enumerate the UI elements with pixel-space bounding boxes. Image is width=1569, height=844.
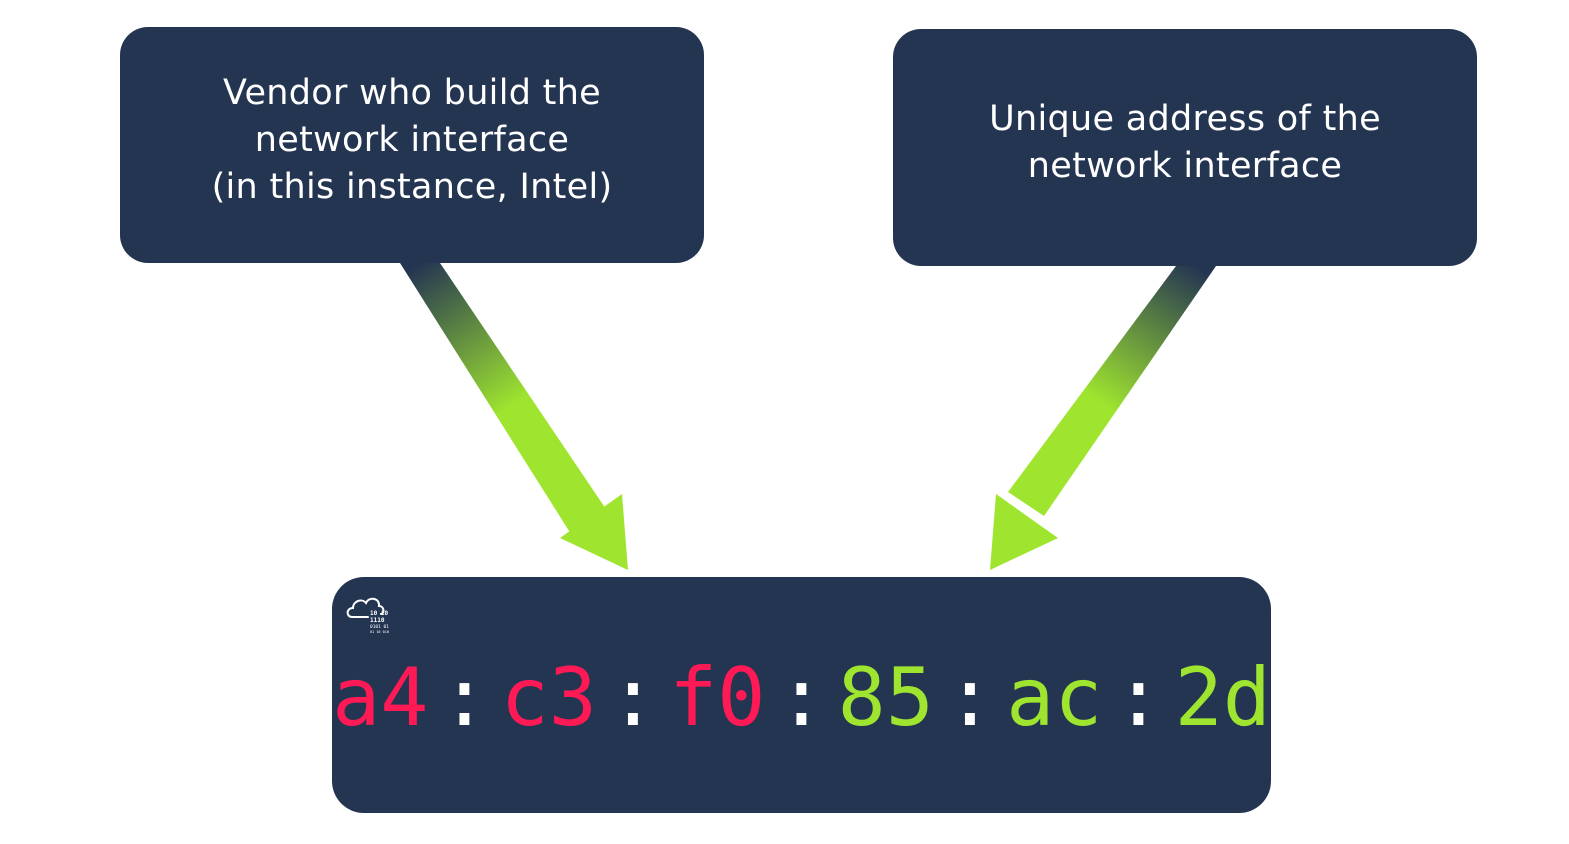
- mac-separator: :: [608, 651, 658, 744]
- logo-line: 01 10 010: [370, 630, 389, 634]
- vendor-arrow: [400, 263, 628, 570]
- unique-arrow-head: [990, 494, 1058, 570]
- mac-octet-vendor: c3: [500, 651, 597, 744]
- mac-octet-device: 2d: [1174, 651, 1271, 744]
- mac-address-box: a4:c3:f0:85:ac:2d: [332, 577, 1271, 813]
- unique-callout-text: Unique address of the network interface: [989, 96, 1381, 190]
- vendor-arrow-head: [560, 494, 628, 570]
- mac-address: a4:c3:f0:85:ac:2d: [332, 658, 1271, 738]
- mac-separator: :: [440, 651, 489, 744]
- unique-callout-box: Unique address of the network interface: [893, 29, 1477, 266]
- vendor-callout-box: Vendor who build the network interface (…: [120, 27, 704, 263]
- mac-octet-device: 85: [837, 651, 934, 744]
- unique-arrow: [990, 266, 1216, 570]
- vendor-arrow-shaft: [400, 263, 612, 542]
- vendor-callout-line: (in this instance, Intel): [211, 166, 613, 207]
- mac-separator: :: [777, 651, 826, 744]
- logo-line: 1110: [370, 617, 385, 624]
- unique-callout-line: Unique address of the: [989, 98, 1381, 139]
- logo-line: 0101 01: [370, 624, 389, 630]
- unique-callout-line: network interface: [1027, 145, 1343, 186]
- mac-separator: :: [945, 651, 995, 744]
- mac-octet-vendor: a4: [332, 651, 429, 744]
- unique-arrow-shaft: [1008, 266, 1216, 516]
- vendor-callout-line: Vendor who build the: [222, 72, 602, 113]
- logo-line: 10 10: [370, 610, 388, 617]
- vendor-callout-line: network interface: [254, 119, 570, 160]
- vendor-callout-text: Vendor who build the network interface (…: [212, 70, 613, 211]
- mac-octet-vendor: f0: [669, 651, 766, 744]
- mac-separator: :: [1114, 651, 1163, 744]
- cloud-binary-icon: 10 10 1110 0101 01 01 10 010: [346, 597, 389, 634]
- mac-octet-device: ac: [1006, 651, 1103, 744]
